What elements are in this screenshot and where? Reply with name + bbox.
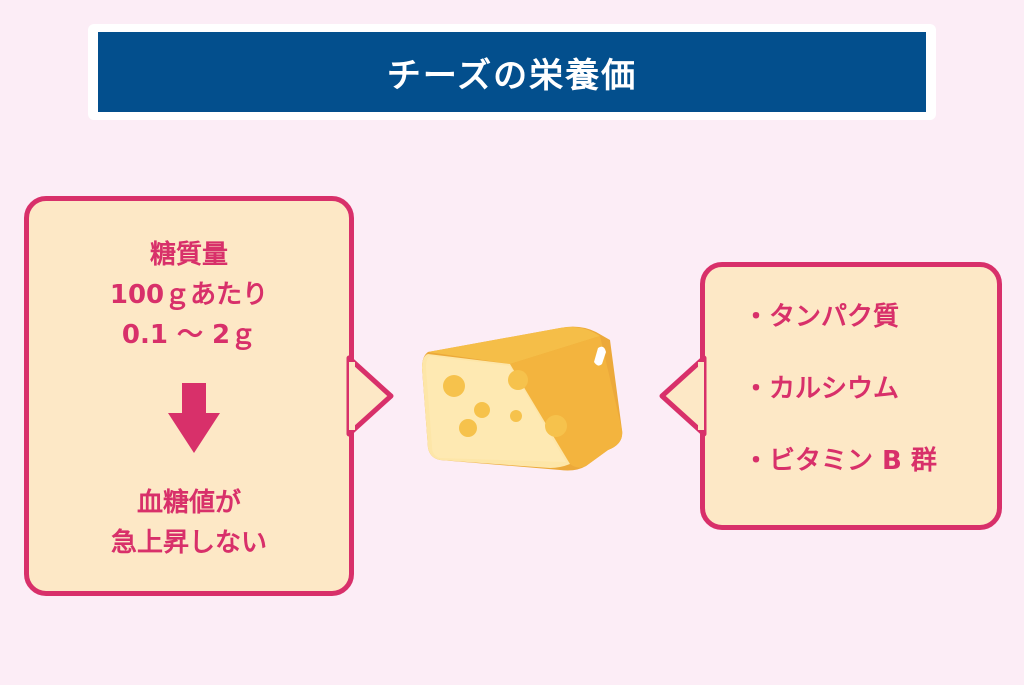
- carb-heading-line: 0.1 ～ 2ｇ: [121, 320, 257, 350]
- right-bubble-tail: [659, 355, 707, 437]
- carb-result: 血糖値が 急上昇しない: [29, 483, 349, 563]
- nutrient-item-vitamin-b: ・ビタミン B 群: [743, 446, 937, 476]
- nutrients-bubble: ・タンパク質 ・カルシウム ・ビタミン B 群: [700, 262, 1002, 530]
- carb-heading: 糖質量 100ｇあたり 0.1 ～ 2ｇ: [29, 235, 349, 355]
- left-bubble-tail: [346, 355, 394, 437]
- carb-heading-line: 100ｇあたり: [109, 280, 269, 310]
- page-title: チーズの栄養価: [98, 32, 926, 112]
- cheese-icon: [422, 326, 623, 471]
- title-banner: チーズの栄養価: [88, 24, 936, 120]
- carb-info-bubble: 糖質量 100ｇあたり 0.1 ～ 2ｇ 血糖値が 急上昇しない: [24, 196, 354, 596]
- carb-heading-line: 糖質量: [149, 240, 228, 270]
- nutrient-list: ・タンパク質 ・カルシウム ・ビタミン B 群: [743, 297, 937, 513]
- carb-result-line: 血糖値が: [136, 488, 241, 518]
- nutrient-item-calcium: ・カルシウム: [743, 374, 900, 404]
- carb-result-line: 急上昇しない: [110, 528, 267, 558]
- nutrient-item-protein: ・タンパク質: [743, 302, 900, 332]
- down-arrow-icon: [168, 383, 220, 453]
